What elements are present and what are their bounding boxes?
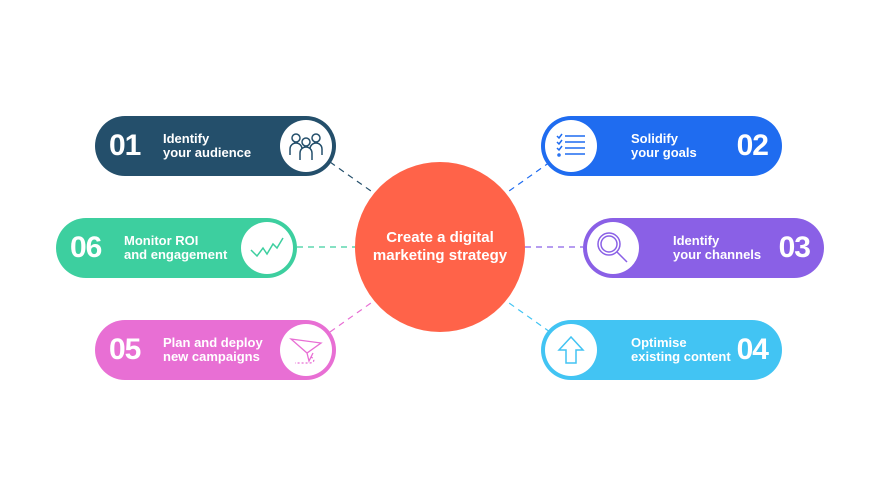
- central-goal: Create a digital marketing strategy: [355, 162, 525, 332]
- connector-01: [329, 161, 379, 197]
- connector-05: [329, 297, 379, 333]
- step-number: 01: [109, 129, 141, 162]
- step-number: 06: [70, 231, 102, 264]
- step-label: Identify your audience: [163, 131, 252, 160]
- step-03: Identify your channels 03: [583, 218, 824, 278]
- magnifier-icon: [587, 222, 639, 274]
- step-02: Solidify your goals 02: [541, 116, 782, 176]
- connector-04: [501, 297, 551, 333]
- step-04: Optimise existing content 04: [541, 320, 782, 380]
- people-icon: [280, 120, 332, 172]
- step-number: 04: [736, 333, 769, 366]
- step-label: Optimise existing content: [631, 335, 731, 364]
- paper-plane-icon: [280, 324, 332, 376]
- trend-line-icon: [241, 222, 293, 274]
- step-05: 05 Plan and deploy new campaigns: [95, 320, 336, 380]
- step-06: 06 Monitor ROI and engagement: [56, 218, 297, 278]
- step-number: 05: [109, 333, 141, 366]
- step-number: 03: [778, 231, 811, 264]
- checklist-icon: [545, 120, 597, 172]
- arrow-up-icon: [545, 324, 597, 376]
- step-number: 02: [736, 129, 769, 162]
- step-label: Plan and deploy new campaigns: [163, 335, 263, 364]
- step-01: 01 Identify your audience: [95, 116, 336, 176]
- step-label: Solidify your goals: [631, 131, 697, 160]
- step-label: Identify your channels: [673, 233, 762, 262]
- step-label: Monitor ROI and engagement: [124, 233, 228, 262]
- connector-02: [501, 161, 551, 197]
